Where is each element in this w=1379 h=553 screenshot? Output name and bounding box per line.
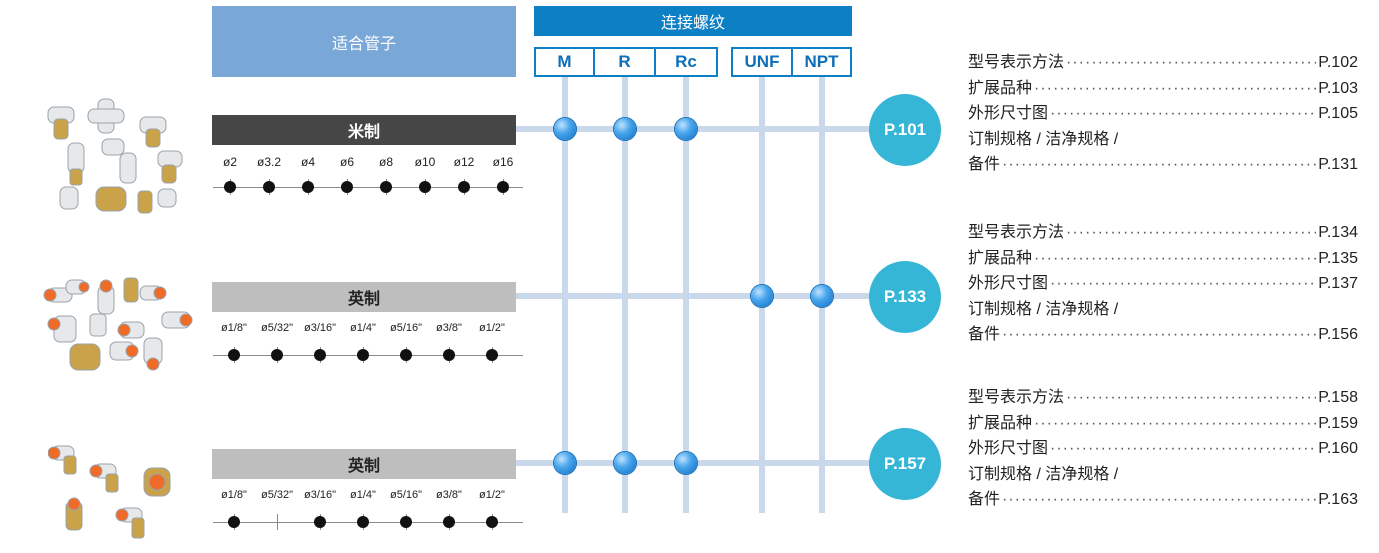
size-label: ø1/8" <box>221 322 247 334</box>
size-label: ø10 <box>414 155 436 169</box>
size-label: ø5/16" <box>389 489 423 501</box>
thread-r: R <box>593 47 656 77</box>
toc-item[interactable]: 扩展品种P.103 <box>968 76 1358 102</box>
size-labels-inch-2: ø1/8" ø5/32" ø3/16" ø1/4" ø5/16" ø3/8" ø… <box>213 489 523 507</box>
size-label: ø3/16" <box>303 489 337 501</box>
size-dot <box>400 349 412 361</box>
size-label: ø3.2 <box>256 155 282 169</box>
size-dot <box>400 516 412 528</box>
page-link-3[interactable]: P.157 <box>869 428 941 500</box>
size-label: ø12 <box>453 155 475 169</box>
size-label: ø5/16" <box>389 322 423 334</box>
size-dot <box>224 181 236 193</box>
toc-item[interactable]: 外形尺寸图P.105 <box>968 101 1358 127</box>
size-dot <box>271 349 283 361</box>
connection-dot-metric-r <box>614 118 636 140</box>
size-labels-metric: ø2 ø3.2 ø4 ø6 ø8 ø10 ø12 ø16 <box>213 155 523 173</box>
grid-row-1 <box>516 126 886 132</box>
connection-dot-metric-m <box>554 118 576 140</box>
size-tick <box>277 514 278 530</box>
size-dot <box>443 349 455 361</box>
connection-dot-metric-rc <box>675 118 697 140</box>
size-dot <box>341 181 353 193</box>
toc-item: 订制规格 / 洁净规格 / <box>968 465 1119 483</box>
size-dot <box>357 516 369 528</box>
toc-item[interactable]: 备件 P.163 <box>968 487 1358 513</box>
size-label: ø1/8" <box>221 489 247 501</box>
toc-item: 订制规格 / 洁净规格 / <box>968 130 1119 148</box>
toc-item[interactable]: 外形尺寸图P.137 <box>968 271 1358 297</box>
size-dot <box>228 516 240 528</box>
size-label: ø8 <box>378 155 394 169</box>
size-label: ø16 <box>492 155 514 169</box>
toc-item[interactable]: 备件 P.156 <box>968 322 1358 348</box>
toc-section-2: 型号表示方法P.134 扩展品种P.135 外形尺寸图P.137 订制规格 / … <box>968 220 1358 348</box>
toc-item[interactable]: 备件 P.131 <box>968 152 1358 178</box>
unit-bar-inch-2: 英制 <box>212 449 516 479</box>
inch-fittings-image <box>43 277 193 371</box>
size-label: ø3/8" <box>436 322 462 334</box>
size-labels-inch: ø1/8" ø5/32" ø3/16" ø1/4" ø5/16" ø3/8" ø… <box>213 322 523 340</box>
page-link-2[interactable]: P.133 <box>869 261 941 333</box>
size-label: ø5/32" <box>260 322 294 334</box>
page-link-1[interactable]: P.101 <box>869 94 941 166</box>
size-dot <box>380 181 392 193</box>
size-dot <box>497 181 509 193</box>
connection-dot-inch2-m <box>554 452 576 474</box>
size-dot <box>357 349 369 361</box>
toc-section-3: 型号表示方法P.158 扩展品种P.159 外形尺寸图P.160 订制规格 / … <box>968 385 1358 513</box>
size-label: ø3/16" <box>303 322 337 334</box>
thread-header: 连接螺纹 <box>534 6 852 36</box>
size-label: ø4 <box>300 155 316 169</box>
connection-dot-inch-unf <box>751 285 773 307</box>
size-dot <box>419 181 431 193</box>
size-dot <box>314 516 326 528</box>
size-label: ø1/2" <box>479 489 505 501</box>
size-label: ø2 <box>222 155 238 169</box>
size-dot <box>228 349 240 361</box>
size-dot <box>458 181 470 193</box>
toc-item[interactable]: 型号表示方法P.102 <box>968 50 1358 76</box>
toc-section-1: 型号表示方法P.102 扩展品种P.103 外形尺寸图P.105 订制规格 / … <box>968 50 1358 178</box>
thread-unf: UNF <box>731 47 793 77</box>
metric-fittings-image <box>47 98 183 214</box>
unit-bar-inch: 英制 <box>212 282 516 312</box>
toc-item[interactable]: 外形尺寸图P.160 <box>968 436 1358 462</box>
thread-rc: Rc <box>654 47 718 77</box>
size-label: ø1/4" <box>350 322 376 334</box>
grid-row-3 <box>516 460 886 466</box>
toc-item[interactable]: 扩展品种P.159 <box>968 411 1358 437</box>
size-dot <box>263 181 275 193</box>
unit-bar-metric: 米制 <box>212 115 516 145</box>
toc-item: 订制规格 / 洁净规格 / <box>968 300 1119 318</box>
size-dot <box>443 516 455 528</box>
connection-dot-inch2-r <box>614 452 636 474</box>
size-label: ø3/8" <box>436 489 462 501</box>
inch-fittings-image-2 <box>48 445 171 539</box>
grid-row-2 <box>516 293 886 299</box>
size-label: ø1/2" <box>479 322 505 334</box>
size-dot <box>486 349 498 361</box>
size-label: ø5/32" <box>260 489 294 501</box>
size-dot <box>314 349 326 361</box>
connection-dot-inch-npt <box>811 285 833 307</box>
size-dot <box>302 181 314 193</box>
size-axis-metric <box>213 187 523 188</box>
size-label: ø1/4" <box>350 489 376 501</box>
toc-item[interactable]: 型号表示方法P.158 <box>968 385 1358 411</box>
toc-item[interactable]: 扩展品种P.135 <box>968 246 1358 272</box>
tube-header: 适合管子 <box>212 6 516 77</box>
size-label: ø6 <box>339 155 355 169</box>
thread-m: M <box>534 47 595 77</box>
thread-npt: NPT <box>791 47 852 77</box>
size-dot <box>486 516 498 528</box>
toc-item[interactable]: 型号表示方法P.134 <box>968 220 1358 246</box>
connection-dot-inch2-rc <box>675 452 697 474</box>
